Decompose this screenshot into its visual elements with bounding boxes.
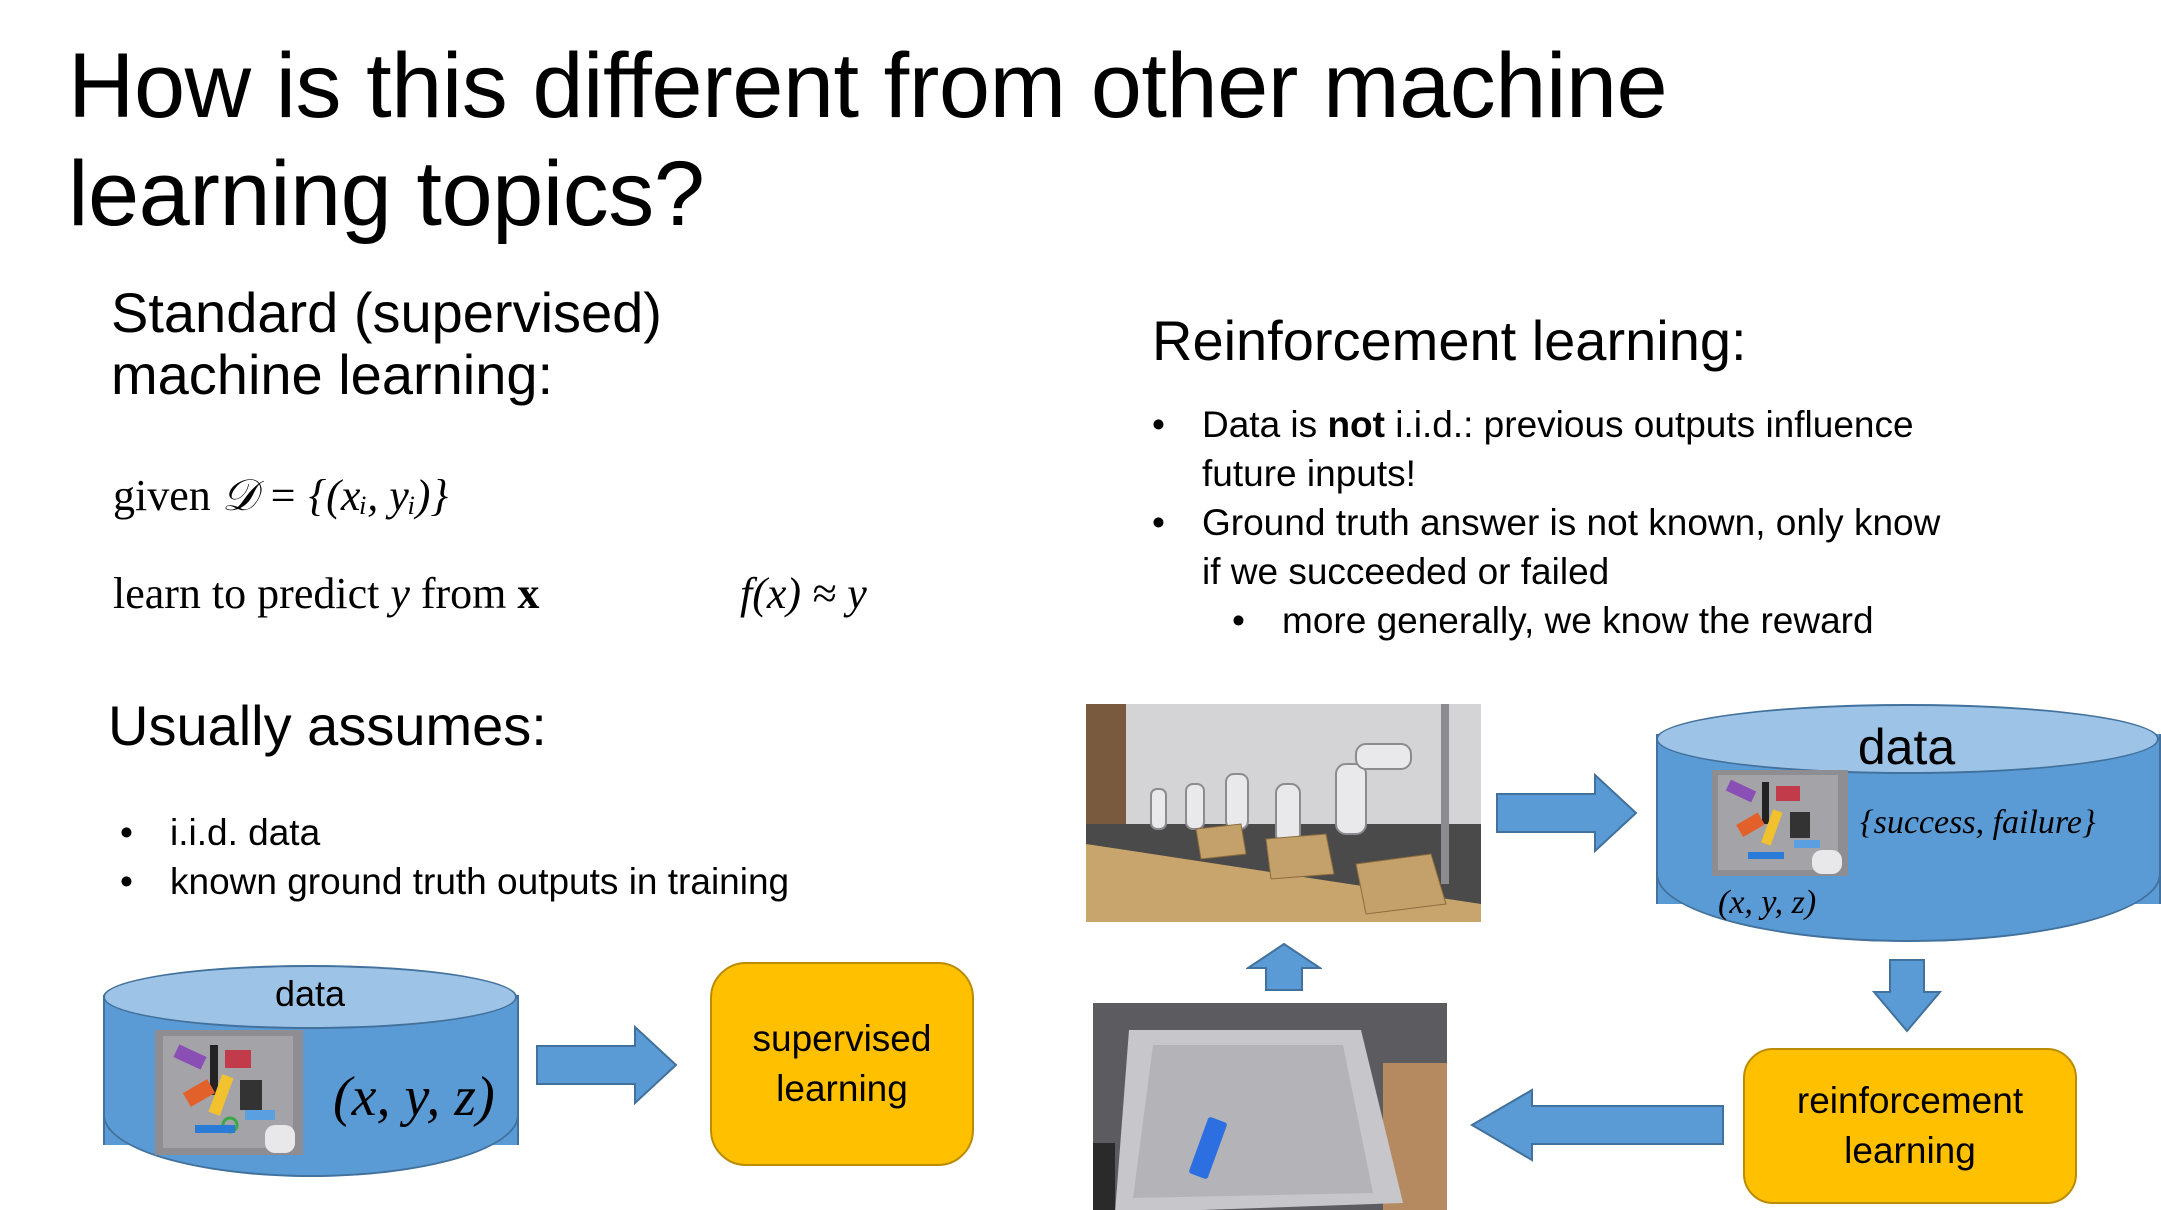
box-label-line-1: reinforcement [1796,1080,2024,1121]
given-word: given [113,471,211,520]
rl-bullet-item: Ground truth answer is not known, only k… [1152,498,1940,596]
given-equation: given 𝒟 = {(xᵢ, yᵢ)} [113,470,448,521]
learn-y: y [390,569,410,618]
cylinder-label: data [1857,719,1956,775]
box-label-line-2: learning [1844,1130,1976,1171]
supervised-heading: Standard (supervised) machine learning: [111,282,662,406]
supervised-learning-box: supervised learning [710,962,974,1166]
reinforcement-bullets: Data is not i.i.d.: previous outputs inf… [1152,400,1940,645]
learn-x: x [517,569,540,618]
cluttered-bin-photo [155,1030,303,1155]
up-arrow-icon [1246,942,1322,991]
tuple-label: (x, y, z) [333,1066,495,1128]
assumption-item: known ground truth outputs in training [120,857,789,906]
supervised-heading-line-1: Standard (supervised) [111,281,662,344]
reinforcement-learning-box: reinforcement learning [1743,1048,2077,1204]
slide-title: How is this different from other machine… [68,32,1668,248]
learn-from: from [420,569,507,618]
right-arrow-icon [1496,773,1638,853]
robot-arms-photo [1086,704,1481,922]
dataset-expression: 𝒟 = {(xᵢ, yᵢ)} [221,471,449,520]
rl-data-cylinder: data {success, failure} (x, y, z) [1656,704,2161,946]
title-line-1: How is this different from other machine [68,35,1668,137]
supervised-heading-line-2: machine learning: [111,343,554,406]
assumption-item: i.i.d. data [120,808,789,857]
box-label-line-1: supervised [752,1018,932,1059]
rl-sub-bullet-item: more generally, we know the reward [1152,596,1940,645]
cluttered-bin-photo [1712,770,1848,876]
left-arrow-icon [1470,1088,1724,1162]
learn-statement: learn to predict y from x [113,568,539,619]
bin-with-block-photo [1093,1003,1447,1210]
tuple-label: (x, y, z) [1718,884,1817,921]
assumes-heading: Usually assumes: [108,694,547,757]
title-line-2: learning topics? [68,143,705,245]
cylinder-label: data [274,973,346,1014]
fx-approx-equation: f(x) ≈ y [740,569,867,618]
right-arrow-icon [536,1025,678,1105]
rl-bullet-item: Data is not i.i.d.: previous outputs inf… [1152,400,1940,498]
assumptions-list: i.i.d. data known ground truth outputs i… [120,808,789,906]
down-arrow-icon [1872,959,1942,1033]
reinforcement-heading: Reinforcement learning: [1152,309,1747,372]
outcome-set-label: {success, failure} [1860,804,2096,841]
supervised-data-cylinder: data (x, y, z) [103,965,519,1183]
box-label-line-2: learning [776,1068,908,1109]
learn-text: learn to predict [113,569,380,618]
emphasis-not: not [1327,404,1385,445]
